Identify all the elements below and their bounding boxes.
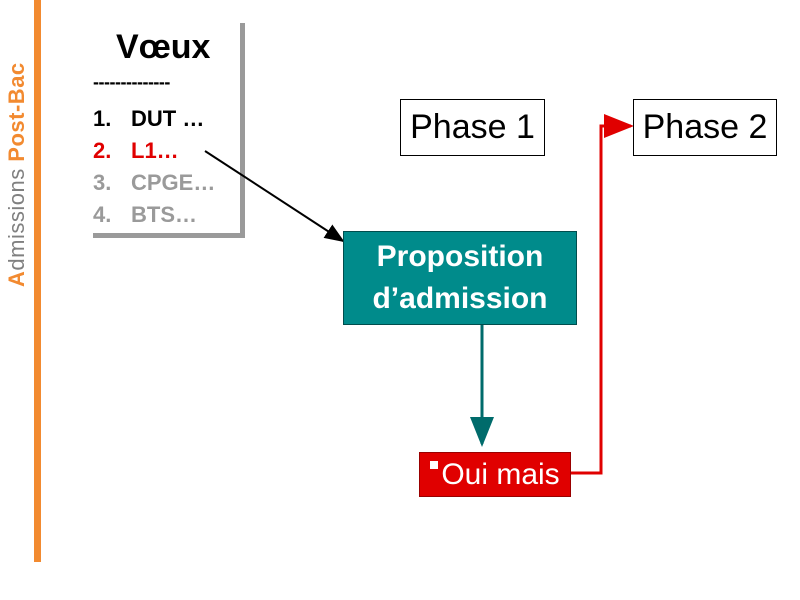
voeux-item-4: 4. BTS… xyxy=(93,202,197,228)
phase-1-box: Phase 1 xyxy=(400,99,545,156)
phase-2-label: Phase 2 xyxy=(642,108,768,146)
voeux-item-label: L1… xyxy=(131,138,179,163)
sidebar-accent-bar xyxy=(34,0,41,562)
voeux-item-label: CPGE… xyxy=(131,170,216,195)
arrow-oui-mais-to-phase2 xyxy=(571,114,634,475)
voeux-item-1: 1. DUT … xyxy=(93,106,204,132)
square-bullet-icon xyxy=(430,460,439,469)
voeux-panel-shadow-right xyxy=(240,23,245,238)
voeux-item-number: 2. xyxy=(93,138,112,163)
voeux-item-number: 1. xyxy=(93,106,112,131)
proposition-line-2: d’admission xyxy=(372,282,548,315)
voeux-item-3: 3. CPGE… xyxy=(93,170,215,196)
phase-2-box: Phase 2 xyxy=(633,99,777,156)
proposition-box: Proposition d’admission xyxy=(343,231,577,325)
voeux-item-label: BTS… xyxy=(131,202,197,227)
voeux-separator: -------------- xyxy=(93,72,170,92)
voeux-item-number: 4. xyxy=(93,202,112,227)
voeux-title: Vœux xyxy=(116,28,211,66)
voeux-item-number: 3. xyxy=(93,170,112,195)
proposition-line-1: Proposition xyxy=(376,240,544,273)
voeux-panel-shadow-bottom xyxy=(93,233,245,238)
voeux-item-2: 2. L1… xyxy=(93,138,179,164)
oui-mais-box: Oui mais xyxy=(419,452,571,497)
arrow-l1-to-proposition xyxy=(204,150,345,243)
oui-mais-label: Oui mais xyxy=(441,457,560,491)
phase-1-label: Phase 1 xyxy=(410,108,535,146)
voeux-item-label: DUT … xyxy=(131,106,205,131)
